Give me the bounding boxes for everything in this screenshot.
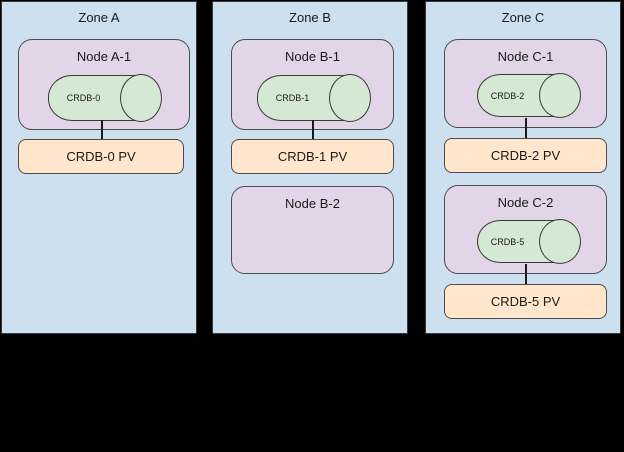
pv-crdb-0: CRDB-0 PV xyxy=(18,139,184,174)
cylinder-cap xyxy=(120,74,162,122)
node-b-2: Node B-2 xyxy=(231,186,394,274)
database-cylinder-icon: CRDB-0 xyxy=(48,74,162,122)
database-cylinder-icon: CRDB-5 xyxy=(477,219,581,264)
database-cylinder-icon: CRDB-1 xyxy=(257,74,371,122)
zone-b: Zone B Node B-1 CRDB-1 CRDB-1 PV Node B-… xyxy=(212,1,408,334)
pv-crdb-5-label: CRDB-5 PV xyxy=(490,294,561,309)
node-c-2: Node C-2 CRDB-5 xyxy=(444,185,607,274)
database-cylinder-icon: CRDB-2 xyxy=(477,73,581,118)
cylinder-cap xyxy=(539,73,581,118)
pv-crdb-2: CRDB-2 PV xyxy=(444,138,607,173)
connector-node-c1-pv xyxy=(525,118,527,140)
node-c-1: Node C-1 CRDB-2 xyxy=(444,39,607,128)
connector-node-c2-pv xyxy=(525,264,527,286)
pod-c-2-label: CRDB-5 xyxy=(490,236,525,247)
zone-b-label: Zone B xyxy=(289,10,331,25)
cylinder-cap xyxy=(539,219,581,264)
connector-node-b1-pv xyxy=(312,120,314,141)
zone-c-label: Zone C xyxy=(501,10,545,25)
pv-crdb-2-label: CRDB-2 PV xyxy=(490,148,561,163)
cylinder-cap xyxy=(329,74,371,122)
node-b-2-label: Node B-2 xyxy=(285,196,340,211)
zone-a-label: Zone A xyxy=(78,10,120,25)
node-b-1-label: Node B-1 xyxy=(285,49,340,64)
connector-node-a1-pv xyxy=(101,120,103,141)
node-a-1: Node A-1 CRDB-0 xyxy=(18,39,190,130)
zone-a: Zone A Node A-1 CRDB-0 CRDB-0 PV xyxy=(1,1,197,334)
pv-crdb-1-label: CRDB-1 PV xyxy=(277,149,348,164)
pod-c-1-label: CRDB-2 xyxy=(490,90,525,101)
pv-crdb-0-label: CRDB-0 PV xyxy=(66,149,136,164)
zone-c: Zone C Node C-1 CRDB-2 CRDB-2 PV Node C-… xyxy=(425,1,621,334)
pod-a-1-label: CRDB-0 xyxy=(66,93,101,103)
pv-crdb-1: CRDB-1 PV xyxy=(231,139,394,174)
node-a-1-label: Node A-1 xyxy=(76,49,132,64)
pv-crdb-5: CRDB-5 PV xyxy=(444,284,607,319)
node-c-1-label: Node C-1 xyxy=(497,49,554,64)
pod-b-1-label: CRDB-1 xyxy=(275,93,310,103)
node-b-1: Node B-1 CRDB-1 xyxy=(231,39,394,130)
node-c-2-label: Node C-2 xyxy=(497,195,554,210)
